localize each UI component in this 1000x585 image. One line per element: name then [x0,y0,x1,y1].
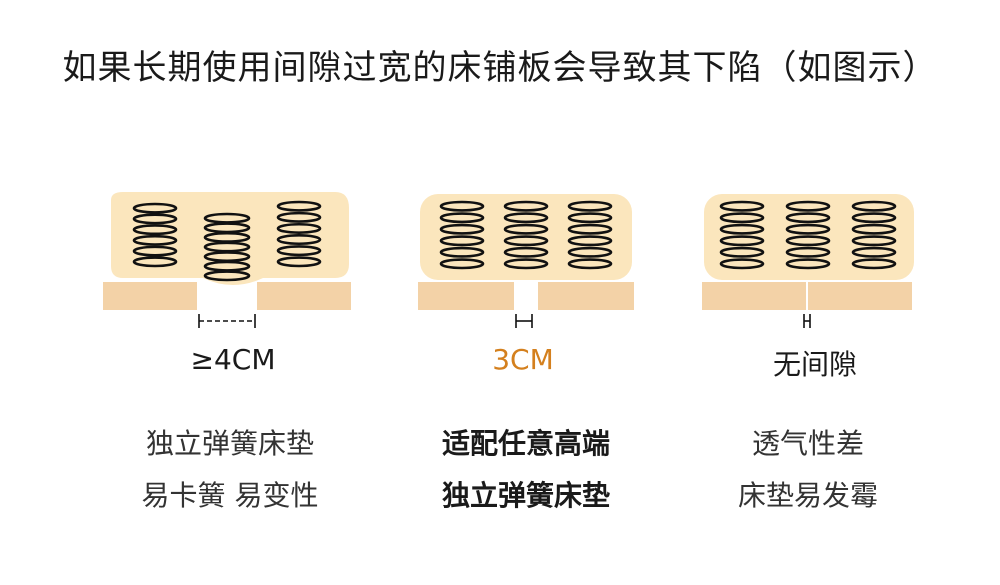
description-line: 易卡簧 易变性 [141,479,319,512]
spring-coil-loop [132,224,178,236]
gap-measure [198,314,256,328]
spring-coil [276,200,322,268]
3cm-gap-illustration [418,194,634,328]
spring-coil-loop [276,200,322,212]
spring-coil-loop [567,212,613,224]
spring-coil-loop [439,235,485,247]
spring-coil-loop [503,235,549,247]
bed-board-right [257,282,351,310]
spring-coil-loop [503,223,549,235]
spring-coil-loop [567,200,613,212]
spring-coil [439,200,485,270]
spring-coil-sagging [203,212,251,282]
spring-coil-loop [132,234,178,246]
spring-coil-loop [719,235,765,247]
spring-coil-loop [785,223,831,235]
gap-label-none: 无间隙 [772,348,857,381]
spring-coil-loop [567,246,613,258]
spring-coil-loop [719,246,765,258]
spring-coil-loop [719,212,765,224]
bed-board-left [103,282,197,310]
spring-coil-loop [851,235,897,247]
spring-coil [503,200,549,270]
spring-coil-loop [439,200,485,212]
bed-board-right [808,282,912,310]
diagram-3cm-gap [418,188,678,348]
spring-coil-loop [851,258,897,270]
spring-coil-loop [503,212,549,224]
wide-gap-illustration [103,192,351,328]
spring-coil-loop [567,235,613,247]
spring-coil-loop [851,246,897,258]
spring-coil-loop [439,212,485,224]
spring-coil-loop [203,270,251,282]
spring-coil-loop [439,258,485,270]
description-line: 透气性差 [751,427,864,460]
spring-coil-loop [503,258,549,270]
spring-coil-loop [719,258,765,270]
description-line: 床垫易发霉 [737,479,878,512]
spring-coil-loop [276,245,322,257]
spring-coil-loop [851,223,897,235]
spring-coil [719,200,765,270]
description-3cm-gap: 适配任意高端 独立弹簧床垫 [376,418,676,522]
spring-coil-loop [567,258,613,270]
spring-coil-loop [719,223,765,235]
bed-board-left [418,282,514,310]
description-line: 独立弹簧床垫 [441,479,610,512]
spring-coil-loop [851,212,897,224]
spring-coil-loop [785,258,831,270]
spring-coil-loop [785,200,831,212]
spring-coil-loop [785,246,831,258]
spring-coil-loop [719,200,765,212]
spring-coil-loop [503,200,549,212]
gap-label-wide: ≥4CM [190,343,276,376]
spring-coil-loop [132,256,178,268]
description-no-gap: 透气性差 床垫易发霉 [658,418,958,522]
gap-measure [515,314,533,328]
spring-coil-loop [132,245,178,257]
spring-coil-loop [276,234,322,246]
spring-coil-loop [132,202,178,214]
description-line: 适配任意高端 [441,427,610,460]
bed-board-right [538,282,634,310]
spring-coil-loop [785,235,831,247]
spring-coil-loop [132,213,178,225]
no-gap-illustration [702,194,914,328]
spring-coil [785,200,831,270]
spring-coil-loop [276,222,322,234]
spring-coil-loop [276,211,322,223]
spring-coil-loop [567,223,613,235]
spring-coil-loop [503,246,549,258]
gap-measure [803,314,811,328]
spring-coil-loop [851,200,897,212]
diagram-wide-gap [103,188,363,348]
spring-coil [132,202,178,268]
description-line: 独立弹簧床垫 [145,427,314,460]
spring-coil-loop [439,223,485,235]
spring-coil [851,200,897,270]
bed-board-left [702,282,806,310]
diagram-no-gap [702,188,962,348]
gap-label-3cm: 3CM [492,343,554,376]
page-title: 如果长期使用间隙过宽的床铺板会导致其下陷（如图示） [62,48,938,88]
description-wide-gap: 独立弹簧床垫 易卡簧 易变性 [80,418,380,522]
spring-coil-loop [785,212,831,224]
spring-coil-loop [439,246,485,258]
spring-coil [567,200,613,270]
spring-coil-loop [276,256,322,268]
